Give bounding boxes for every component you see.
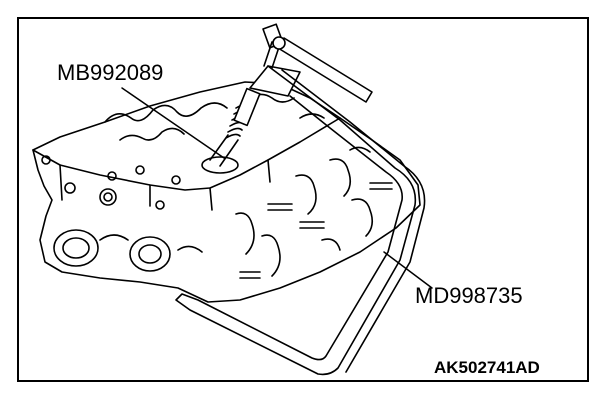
compressor-adapter bbox=[209, 87, 261, 167]
tool-label-md998735: MD998735 bbox=[415, 283, 523, 308]
figure-code: AK502741AD bbox=[434, 358, 540, 377]
tool-label-mb992089: MB992089 bbox=[57, 60, 164, 85]
leader-line-md998735 bbox=[383, 251, 433, 289]
cylinder-head bbox=[32, 81, 421, 303]
valve-spring-compressor bbox=[175, 23, 426, 376]
leader-line-mb992089 bbox=[121, 87, 225, 159]
